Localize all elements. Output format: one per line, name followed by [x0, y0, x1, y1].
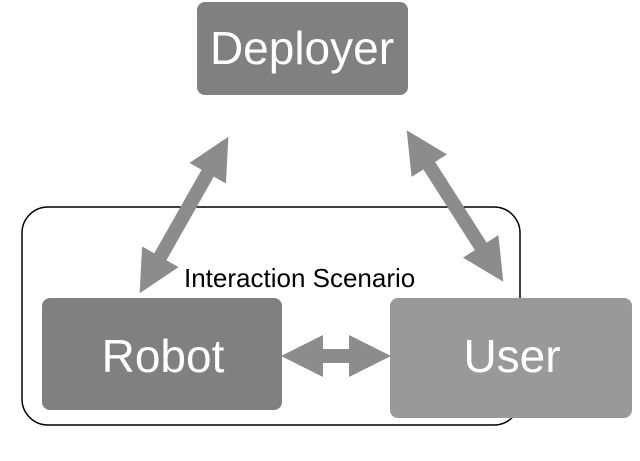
interaction-scenario-label: Interaction Scenario: [184, 263, 415, 293]
deployer-robot-arrow: [139, 136, 229, 294]
user-node: [390, 298, 632, 418]
deployer-label: Deployer: [210, 22, 394, 74]
deployer-user-arrow: [406, 130, 504, 282]
robot-node: [42, 298, 282, 410]
user-label: User: [463, 330, 560, 382]
robot-label: Robot: [102, 330, 225, 382]
deployer-node: [197, 2, 408, 95]
